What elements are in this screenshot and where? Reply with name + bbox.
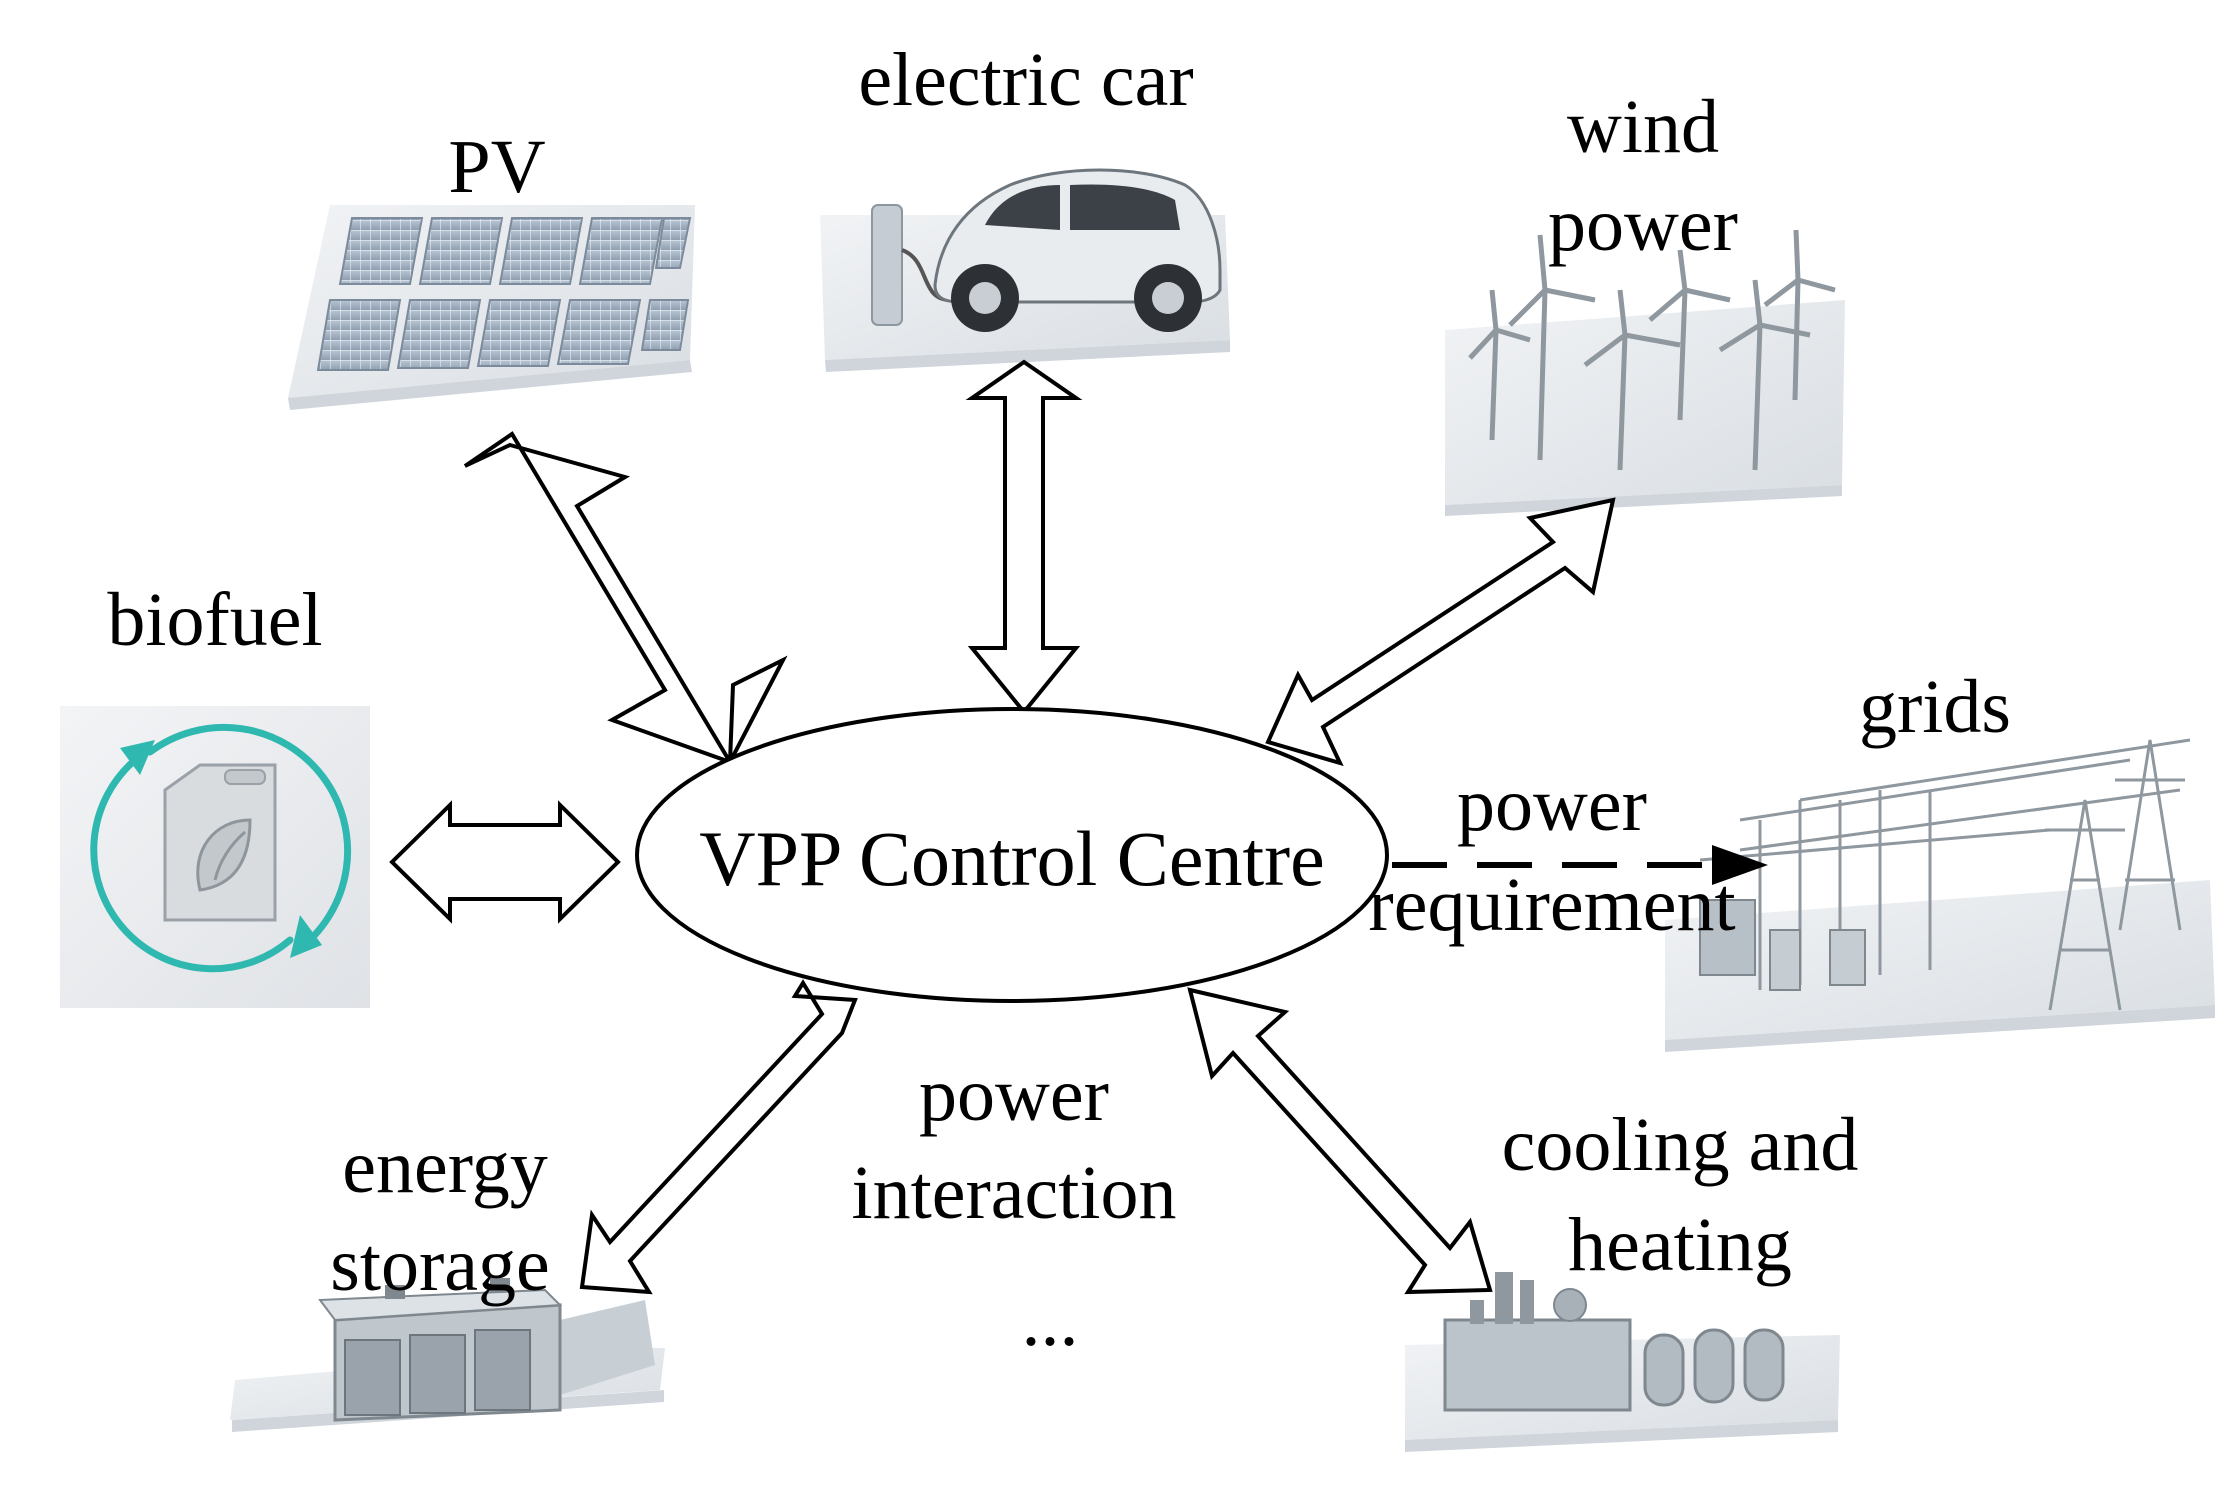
- wind-turbine-icon: [1489, 329, 1499, 441]
- plant-building-icon: [1443, 1272, 1632, 1412]
- wind-turbine-icon: [1792, 279, 1801, 401]
- arrow-ev-centre: [965, 359, 1083, 716]
- transmission-tower-icon: [2045, 799, 2125, 1011]
- transmission-tower-icon: [2115, 739, 2185, 931]
- electric-car-label: electric car: [858, 38, 1193, 122]
- electric-car-illustration: [820, 168, 1230, 372]
- vpp-control-centre-label: VPP Control Centre: [699, 815, 1324, 902]
- cooling-heating-illustration: [1405, 1272, 1840, 1452]
- power-requirement-label-line1: power: [1457, 763, 1647, 847]
- biofuel-label: biofuel: [107, 578, 322, 662]
- more-ellipsis-label: ...: [1022, 1278, 1079, 1362]
- wind-turbine-icon: [1752, 324, 1763, 471]
- transformer-icon: [1699, 899, 1756, 976]
- solar-panels: [316, 217, 692, 371]
- arrowhead-icon: [1712, 845, 1768, 885]
- battery-icon: [318, 1278, 563, 1422]
- tank-icon: [1643, 1328, 1785, 1407]
- cooling-heating-label-line2: heating: [1568, 1203, 1792, 1287]
- recycle-icon: [90, 723, 352, 973]
- power-interaction-label-line2: interaction: [852, 1151, 1177, 1235]
- arrow-storage-centre: [579, 979, 858, 1295]
- biofuel-illustration: [60, 706, 370, 1008]
- grids-label: grids: [1859, 665, 2011, 749]
- arrow-biofuel-centre: [389, 800, 621, 924]
- pv-label: PV: [448, 125, 545, 209]
- energy-storage-illustration: [230, 1278, 665, 1432]
- wind-turbine-icon: [1617, 334, 1628, 471]
- energy-storage-label-line1: energy: [342, 1125, 547, 1209]
- vpp-control-centre: VPP Control Centre: [635, 707, 1389, 1003]
- wind-power-label-line2: power: [1548, 183, 1738, 267]
- fuel-canister-icon: [163, 763, 277, 922]
- wind-power-illustration: [1445, 229, 1845, 516]
- arrow-pv-centre: [463, 431, 788, 769]
- power-requirement-label-line2: requirement: [1368, 863, 1735, 947]
- wind-power-label-line1: wind: [1567, 85, 1719, 169]
- arrow-cooling-centre: [1187, 987, 1493, 1295]
- pv-illustration: [288, 205, 695, 410]
- cooling-heating-label-line1: cooling and: [1502, 1103, 1859, 1187]
- grids-illustration: [1665, 738, 2215, 1052]
- energy-storage-label-line2: storage: [330, 1223, 549, 1307]
- arrow-wind-centre: [1265, 497, 1616, 767]
- power-interaction-label-line1: power: [919, 1053, 1109, 1137]
- wind-turbine-icon: [1537, 289, 1548, 461]
- wind-turbine-icon: [1677, 289, 1688, 421]
- arrow-centre-grids: [1392, 845, 1768, 885]
